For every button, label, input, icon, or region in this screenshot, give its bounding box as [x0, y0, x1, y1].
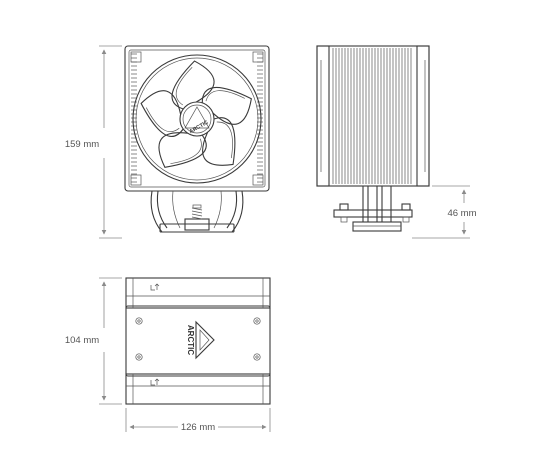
arctic-logo-triangle [195, 320, 215, 360]
height-label: 159 mm [65, 139, 99, 150]
width-label: 126 mm [181, 422, 215, 433]
mount-spring-screw [191, 204, 203, 220]
fan-blade [201, 86, 252, 125]
mount-height-label: 46 mm [447, 208, 476, 219]
top-view: ARCTIC [125, 277, 271, 405]
fan-blade [140, 90, 184, 137]
fan-blade-edge [145, 107, 180, 133]
fan-blade-edge [175, 66, 193, 106]
fan-blade [171, 60, 215, 110]
dimension-height: 159 mm [65, 45, 122, 239]
fan-blade-edge [170, 138, 202, 165]
clip-mark-bottom [150, 378, 160, 386]
fan-blade-edge [216, 121, 233, 159]
dimension-width: 126 mm [125, 408, 271, 433]
dimension-mount-height: 46 mm [412, 185, 477, 239]
fan-blade-edge [205, 90, 245, 102]
front-view: ARCTIC [124, 45, 270, 233]
clip-mark-top [150, 283, 160, 291]
top-logo: ARCTIC [186, 325, 195, 355]
depth-label: 104 mm [65, 335, 99, 346]
fan-blades [140, 60, 252, 168]
fan-blade [158, 132, 207, 168]
side-view [316, 45, 430, 232]
fan-blade [202, 117, 236, 166]
dimension-depth: 104 mm [65, 277, 122, 405]
